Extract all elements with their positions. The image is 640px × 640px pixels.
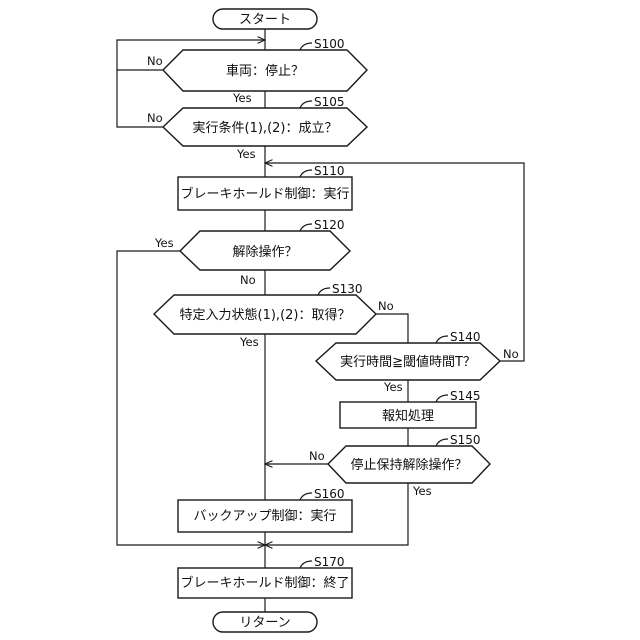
step-id-leader-s120 <box>300 224 312 231</box>
process-s170-text: ブレーキホールド制御：終了 <box>180 575 349 591</box>
branch-s105-yes: Yes <box>236 147 256 161</box>
step-id-s100: S100 <box>314 37 345 51</box>
start-terminal: スタート <box>213 9 317 29</box>
decision-s120-text: 解除操作？ <box>232 244 297 260</box>
decision-s100-text: 車両：停止？ <box>226 63 304 79</box>
step-id-leader-s145 <box>436 395 448 402</box>
decision-s140-text: 実行時間≧閾値時間T？ <box>340 354 476 370</box>
process-s145: 報知処理 S145 <box>340 389 481 428</box>
step-id-s160: S160 <box>314 487 345 501</box>
step-id-s130: S130 <box>332 282 363 296</box>
end-label: リターン <box>239 616 290 631</box>
branch-s140-yes: Yes <box>383 380 403 394</box>
branch-s120-no: No <box>240 273 256 287</box>
branch-s120-yes: Yes <box>154 236 174 250</box>
start-label: スタート <box>239 13 291 28</box>
branch-s130-yes: Yes <box>239 335 259 349</box>
step-id-s110: S110 <box>314 164 345 178</box>
step-id-s170: S170 <box>314 555 345 569</box>
branch-s105-no: No <box>147 111 163 125</box>
step-id-s145: S145 <box>450 389 481 403</box>
branch-s130-no: No <box>378 299 394 313</box>
step-id-s140: S140 <box>450 330 481 344</box>
decision-s150-text: 停止保持解除操作？ <box>350 457 467 473</box>
step-id-leader-s130 <box>318 288 330 295</box>
branch-s140-no: No <box>503 347 519 361</box>
step-id-s120: S120 <box>314 218 345 232</box>
process-s110-text: ブレーキホールド制御：実行 <box>180 186 349 202</box>
connector-s130-no <box>376 314 408 343</box>
decision-s105-text: 実行条件(1),(2)：成立？ <box>193 120 338 136</box>
decision-s130-text: 特定入力状態(1),(2)：取得？ <box>180 307 351 323</box>
step-id-s150: S150 <box>450 433 481 447</box>
branch-s100-no: No <box>147 54 163 68</box>
step-id-leader-s170 <box>300 561 312 568</box>
step-id-leader-s110 <box>300 170 312 177</box>
step-id-leader-s100 <box>300 43 312 50</box>
step-id-leader-s140 <box>436 336 448 343</box>
step-id-s105: S105 <box>314 95 345 109</box>
process-s160-text: バックアップ制御：実行 <box>193 508 336 524</box>
process-s145-text: 報知処理 <box>382 408 434 424</box>
step-id-leader-s160 <box>300 493 312 500</box>
branch-s150-no: No <box>309 449 325 463</box>
step-id-leader-s150 <box>436 439 448 446</box>
branch-s100-yes: Yes <box>232 91 252 105</box>
decision-s150: 停止保持解除操作？ S150 <box>328 433 490 483</box>
branch-s150-yes: Yes <box>412 484 432 498</box>
step-id-leader-s105 <box>300 101 312 108</box>
end-terminal: リターン <box>213 612 317 632</box>
